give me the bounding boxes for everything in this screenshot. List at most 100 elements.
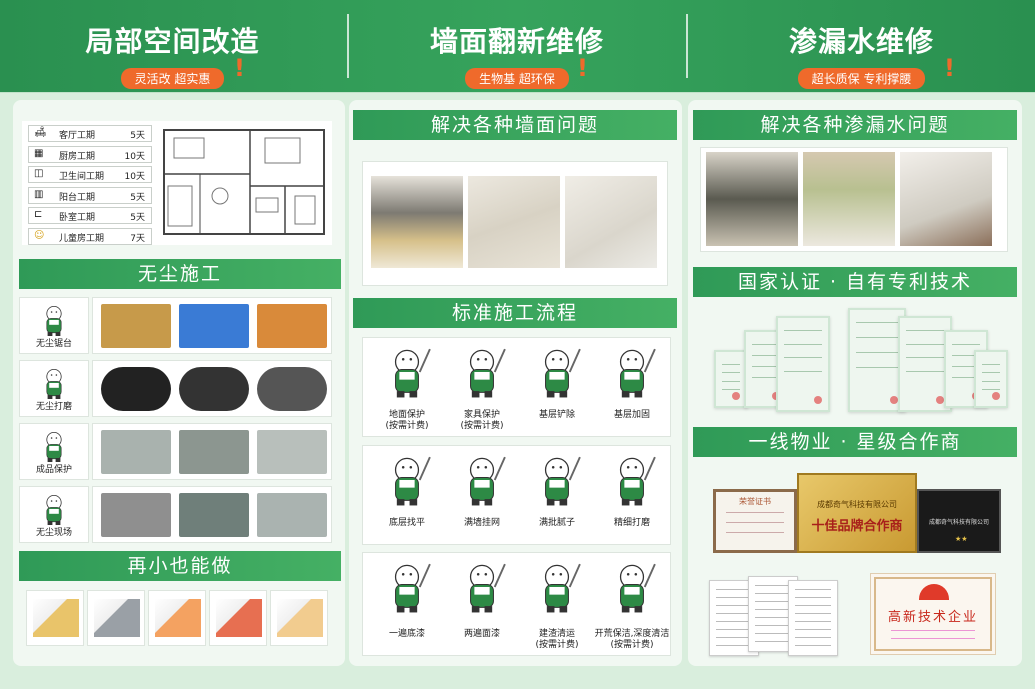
plaque-main-text: 十佳品牌合作商	[811, 519, 903, 534]
dustless-label: 成品保护	[35, 465, 72, 475]
process-step-card: 一遍底漆 两遍面漆 建渣清运 (按需计费) 开荒保洁,深度清洁 (按需计费)	[362, 552, 671, 656]
bed-icon: ⊏	[34, 209, 43, 220]
process-step-card: 底层找平 满墙挂网 满批腻子 精细打磨	[362, 445, 671, 545]
dustless-photo-card	[92, 486, 332, 543]
dustless-photo-card	[92, 297, 332, 354]
schedule-duration: 7天	[130, 233, 145, 244]
balcony-icon: ▥	[34, 188, 44, 200]
equipment-photo	[101, 304, 171, 348]
top-ten-brand-plaque: 成都奇气科技有限公司 十佳品牌合作商	[797, 473, 917, 553]
header-tag: 超长质保 专利撑腰	[797, 68, 926, 89]
header-divider	[686, 14, 688, 78]
schedule-duration: 5天	[130, 131, 145, 141]
leak-damage-photo	[803, 152, 895, 246]
worker-mascot-icon	[38, 428, 70, 468]
header-col-leak: 渗漏水维修 超长质保 专利撑腰 !	[688, 0, 1035, 92]
worker-mascot-icon	[531, 452, 583, 512]
schedule-room-name: 厨房工期	[59, 151, 96, 162]
header-tag: 灵活改 超实惠	[120, 68, 225, 89]
child-face-icon: ☺	[34, 229, 45, 241]
worker-mascot-icon	[531, 559, 583, 619]
schedule-duration: 5天	[130, 192, 145, 203]
header-title: 局部空间改造	[85, 25, 260, 58]
schedule-room-name: 儿童房工期	[59, 233, 105, 244]
floor-plan	[163, 129, 325, 235]
exclamation-icon: !	[577, 54, 588, 82]
schedule-duration: 10天	[124, 172, 145, 182]
equipment-photo	[179, 430, 249, 474]
process-step-label: 精细打磨	[613, 518, 650, 528]
schedule-row: ▥ 阳台工期 5天	[28, 186, 152, 204]
worker-mascot-icon	[606, 452, 658, 512]
patent-certificate	[714, 350, 748, 408]
leak-title-bar: 解决各种渗漏水问题	[693, 110, 1017, 140]
exclamation-icon: !	[234, 54, 245, 82]
patent-certificate	[974, 350, 1008, 408]
wall-damage-photo	[371, 176, 463, 268]
header-title: 墙面翻新维修	[429, 25, 604, 58]
process-step-label: 基层加固	[613, 410, 650, 420]
leak-damage-photo	[706, 152, 798, 246]
equipment-photo	[101, 493, 171, 537]
process-step-label: 建渣清运 (按需计费)	[535, 629, 579, 650]
schedule-room-name: 卫生间工期	[59, 172, 105, 182]
schedule-room-name: 卧室工期	[59, 213, 96, 223]
header-banner: 局部空间改造 灵活改 超实惠 ! 墙面翻新维修 生物基 超环保 ! 渗漏水维修 …	[0, 0, 1035, 92]
process-step-label: 满墙挂网	[463, 518, 500, 528]
black-award-plaque: 成都奇气科技有限公司 ★★	[917, 489, 1001, 553]
honor-certificate: 荣誉证书	[713, 489, 797, 553]
equipment-photo	[179, 304, 249, 348]
plaque-company: 成都奇气科技有限公司	[817, 500, 897, 509]
process-step-label: 一遍底漆	[388, 629, 425, 639]
process-step-label: 基层铲除	[538, 410, 575, 420]
leak-damage-photo	[900, 152, 992, 246]
worker-mascot-icon	[606, 559, 658, 619]
schedule-row: ⊏ 卧室工期 5天	[28, 207, 152, 224]
worker-mascot-icon	[38, 491, 70, 531]
worker-mascot-icon	[38, 365, 70, 405]
header-col-wall: 墙面翻新维修 生物基 超环保 !	[349, 0, 685, 92]
schedule-row: ◫ 卫生间工期 10天	[28, 166, 152, 183]
small-title-bar: 再小也能做	[19, 551, 341, 581]
equipment-photo	[257, 304, 327, 348]
worker-mascot-icon	[381, 452, 433, 512]
schedule-duration: 5天	[130, 213, 145, 223]
toilet-icon: ◫	[34, 168, 44, 179]
black-plaque-text: 成都奇气科技有限公司	[928, 519, 989, 526]
room-render-photo	[87, 590, 145, 646]
dustless-title-bar: 无尘施工	[19, 259, 341, 289]
dustless-label: 无尘打磨	[35, 402, 72, 412]
schedule-room-name: 阳台工期	[59, 192, 96, 203]
schedule-duration: 10天	[124, 151, 145, 162]
dustless-label: 无尘锯台	[35, 339, 72, 349]
equipment-photo	[101, 367, 171, 411]
worker-mascot-icon	[456, 344, 508, 404]
patent-certificate	[776, 316, 830, 412]
header-title: 渗漏水维修	[788, 25, 934, 58]
room-render-photo	[270, 590, 328, 646]
wall-damage-photo	[468, 176, 560, 268]
equipment-photo	[257, 430, 327, 474]
process-title-bar: 标准施工流程	[353, 298, 677, 328]
worker-mascot-icon	[38, 302, 70, 342]
emblem-icon	[919, 584, 949, 600]
process-step-label: 底层找平	[388, 518, 425, 528]
schedule-row: ☺ 儿童房工期 7天	[28, 227, 152, 245]
process-step-card: 地面保护 (按需计费) 家具保护 (按需计费) 基层铲除 基层加固	[362, 337, 671, 437]
room-render-photo	[148, 590, 206, 646]
worker-mascot-icon	[456, 452, 508, 512]
equipment-photo	[257, 367, 327, 411]
patent-certificate	[848, 308, 906, 412]
dustless-label-card: 无尘现场	[19, 486, 89, 543]
dustless-label-card: 无尘打磨	[19, 360, 89, 417]
process-step-label: 地面保护 (按需计费)	[385, 410, 429, 431]
header-col-space: 局部空间改造 灵活改 超实惠 !	[0, 0, 345, 92]
wall-damage-photo	[565, 176, 657, 268]
dustless-photo-card	[92, 360, 332, 417]
process-step-label: 家具保护 (按需计费)	[460, 410, 504, 431]
equipment-photo	[179, 493, 249, 537]
honor-certificate-title: 荣誉证书	[739, 497, 771, 506]
hitech-certificate-title: 高新技术企业	[887, 610, 978, 625]
room-render-photo	[26, 590, 84, 646]
